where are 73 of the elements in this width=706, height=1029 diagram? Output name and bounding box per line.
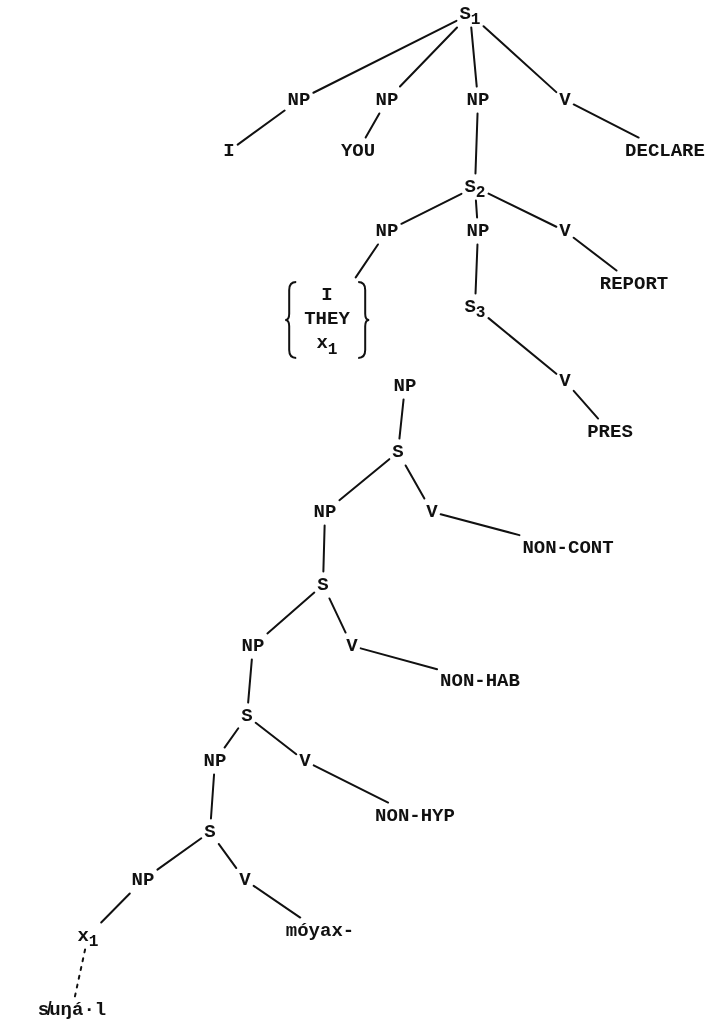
tree-node-label: NP: [287, 89, 311, 111]
tree-branch: [404, 464, 426, 500]
tree-branch: [474, 243, 479, 295]
tree-branch: [572, 389, 600, 420]
tree-branch: [487, 192, 558, 228]
tree-node-label: DECLARE: [625, 140, 705, 162]
tree-node-label: S: [204, 821, 216, 843]
tree-node-label: S: [392, 441, 404, 463]
tree-node-label: S$_{1}$: [459, 3, 481, 25]
tree-branch: [439, 513, 521, 537]
tree-branch: [572, 103, 640, 139]
tree-branch: [474, 112, 479, 175]
tree-node-label: I: [321, 284, 333, 309]
tree-node-label: V: [426, 501, 438, 523]
tree-node-label: V: [559, 220, 571, 242]
tree-node-label: S$_{3}$: [464, 296, 486, 318]
tree-branch: [100, 892, 131, 924]
tree-node-label: V: [239, 869, 251, 891]
tree-branch: [338, 458, 391, 502]
tree-node-label: NP: [466, 220, 490, 242]
tree-node-label: V: [299, 750, 311, 772]
tree-node-label: S: [241, 705, 253, 727]
tree-node-label: NON-HAB: [440, 670, 520, 692]
tree-branch: [254, 721, 298, 756]
tree-node-label: YOU: [340, 140, 376, 162]
tree-branch: [247, 658, 253, 704]
tree-node-label: NP: [313, 501, 337, 523]
tree-node-label: PRES: [587, 421, 633, 443]
tree-branch: [572, 236, 618, 272]
tree-node-label: NP: [375, 220, 399, 242]
tree-node-label: REPORT: [599, 273, 669, 295]
tree-branch: [398, 398, 405, 440]
tree-node-label: NP: [466, 89, 490, 111]
tree-node-label: THEY: [304, 308, 350, 332]
tree-branch: [474, 199, 479, 219]
tree-node-label: S: [317, 574, 329, 596]
tree-node-label: móyax-: [285, 920, 355, 942]
tree-branch: [487, 317, 558, 375]
tree-node-label: NON-HYP: [375, 805, 455, 827]
tree-branch: [252, 884, 302, 919]
tree-branch: [312, 764, 390, 804]
tree-branch: [322, 524, 326, 573]
tree-node-label: V: [559, 370, 571, 392]
tree-branch: [482, 25, 558, 94]
tree-branch: [236, 109, 286, 146]
tree-node-label: V: [559, 89, 571, 111]
tree-node-label: NP: [241, 635, 265, 657]
tree-node-label: x$_{1}$: [77, 925, 99, 947]
tree-branch: [354, 243, 379, 279]
tree-branch: [156, 837, 203, 871]
tree-node-label: I: [223, 140, 235, 162]
tree-node-label: NP: [393, 375, 417, 397]
tree-branch: [400, 192, 463, 225]
tree-branch: [359, 647, 439, 671]
tree-branch: [217, 842, 238, 870]
tree-branch: [328, 597, 347, 634]
tree-node-label: S$_{2}$: [464, 176, 486, 198]
tree-branch: [312, 19, 458, 94]
tree-node-label: s̸uŋá·l: [37, 999, 107, 1021]
tree-node-label: NP: [375, 89, 399, 111]
dotted-tree-branch: [73, 948, 87, 998]
tree-branch: [266, 591, 316, 635]
bracketed-alternatives: [282, 280, 372, 360]
tree-node-label: NP: [203, 750, 227, 772]
tree-branch: [399, 26, 458, 88]
tree-node-label: NP: [131, 869, 155, 891]
tree-node-label: x$_{1}$: [316, 331, 338, 356]
tree-branch: [209, 773, 216, 820]
tree-node-label: NON-CONT: [522, 537, 614, 559]
tree-branch: [223, 727, 240, 749]
tree-branch: [364, 112, 381, 139]
tree-node-label: V: [346, 635, 358, 657]
tree-branch: [470, 26, 478, 88]
